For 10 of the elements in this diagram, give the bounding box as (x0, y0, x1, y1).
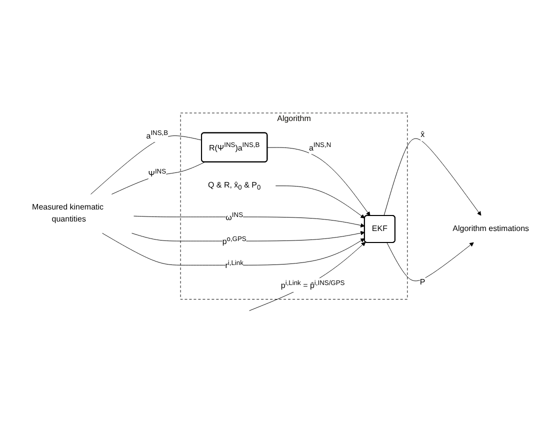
arrow (134, 216, 365, 228)
connector (111, 162, 206, 194)
arrow (386, 242, 474, 282)
arrow (384, 138, 482, 216)
arrow (249, 242, 366, 311)
arrow (132, 230, 365, 242)
arrow (275, 186, 365, 218)
arrow (267, 147, 370, 216)
connector (90, 135, 202, 194)
arrow (102, 232, 365, 266)
